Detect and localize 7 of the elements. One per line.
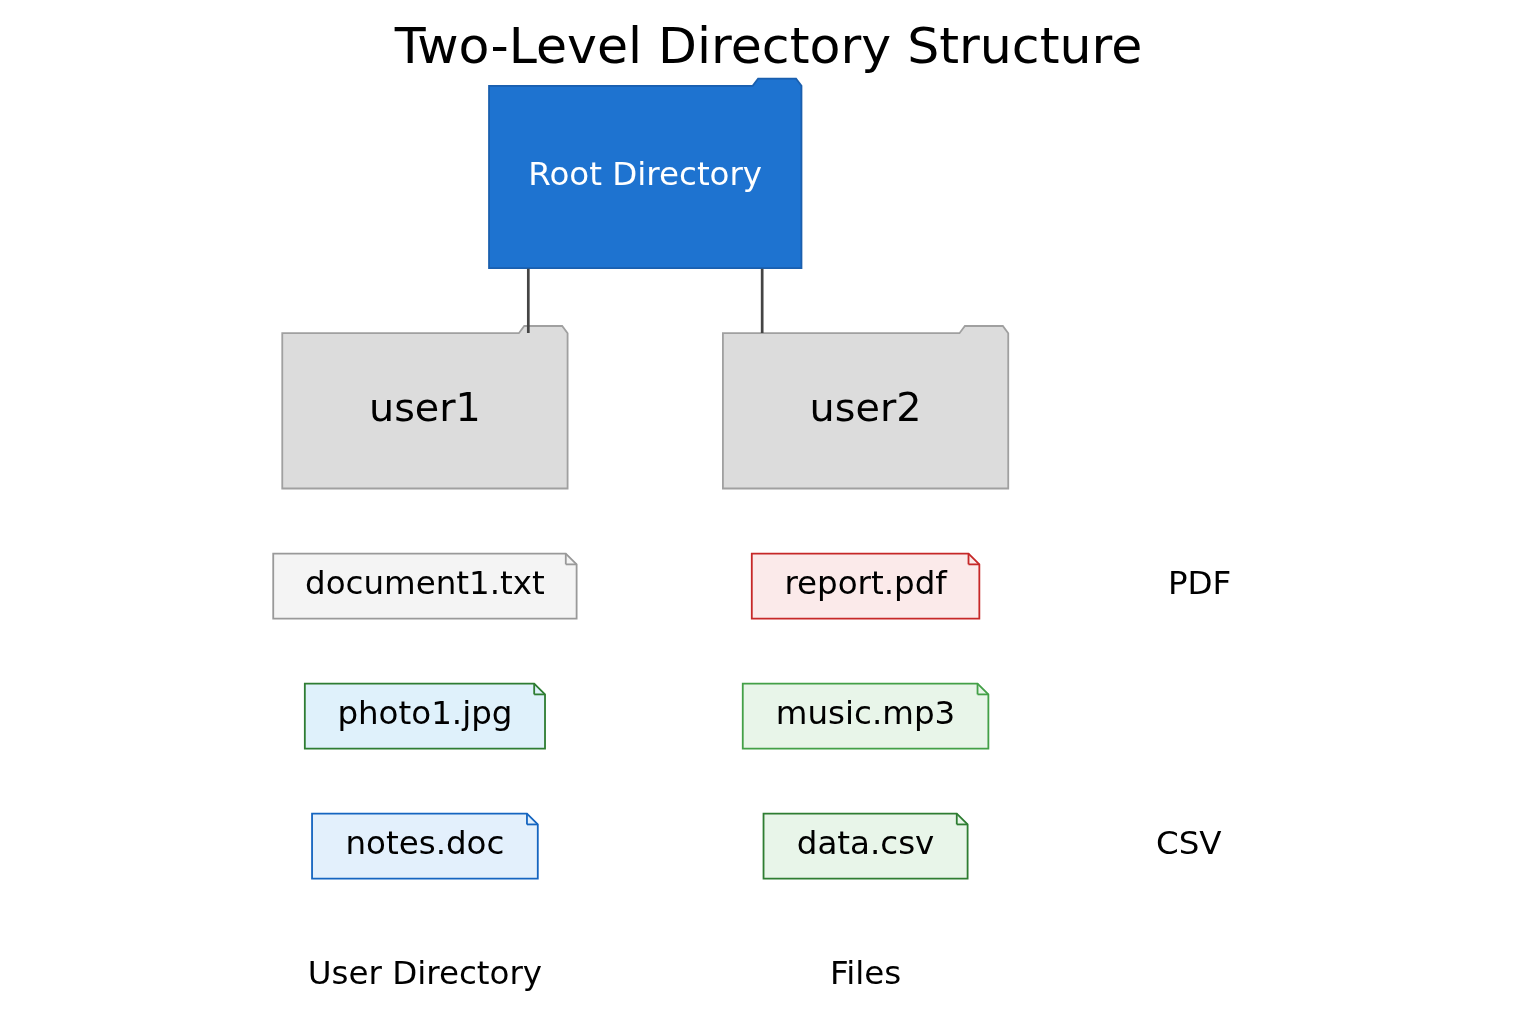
label: Files bbox=[829, 954, 901, 993]
diagram-title: Two-Level Directory Structure bbox=[394, 16, 1142, 76]
connector bbox=[760, 268, 764, 333]
label: CSV bbox=[1155, 824, 1222, 863]
label: PDF bbox=[1167, 563, 1231, 602]
connector bbox=[526, 268, 530, 333]
label: User Directory bbox=[307, 954, 542, 993]
